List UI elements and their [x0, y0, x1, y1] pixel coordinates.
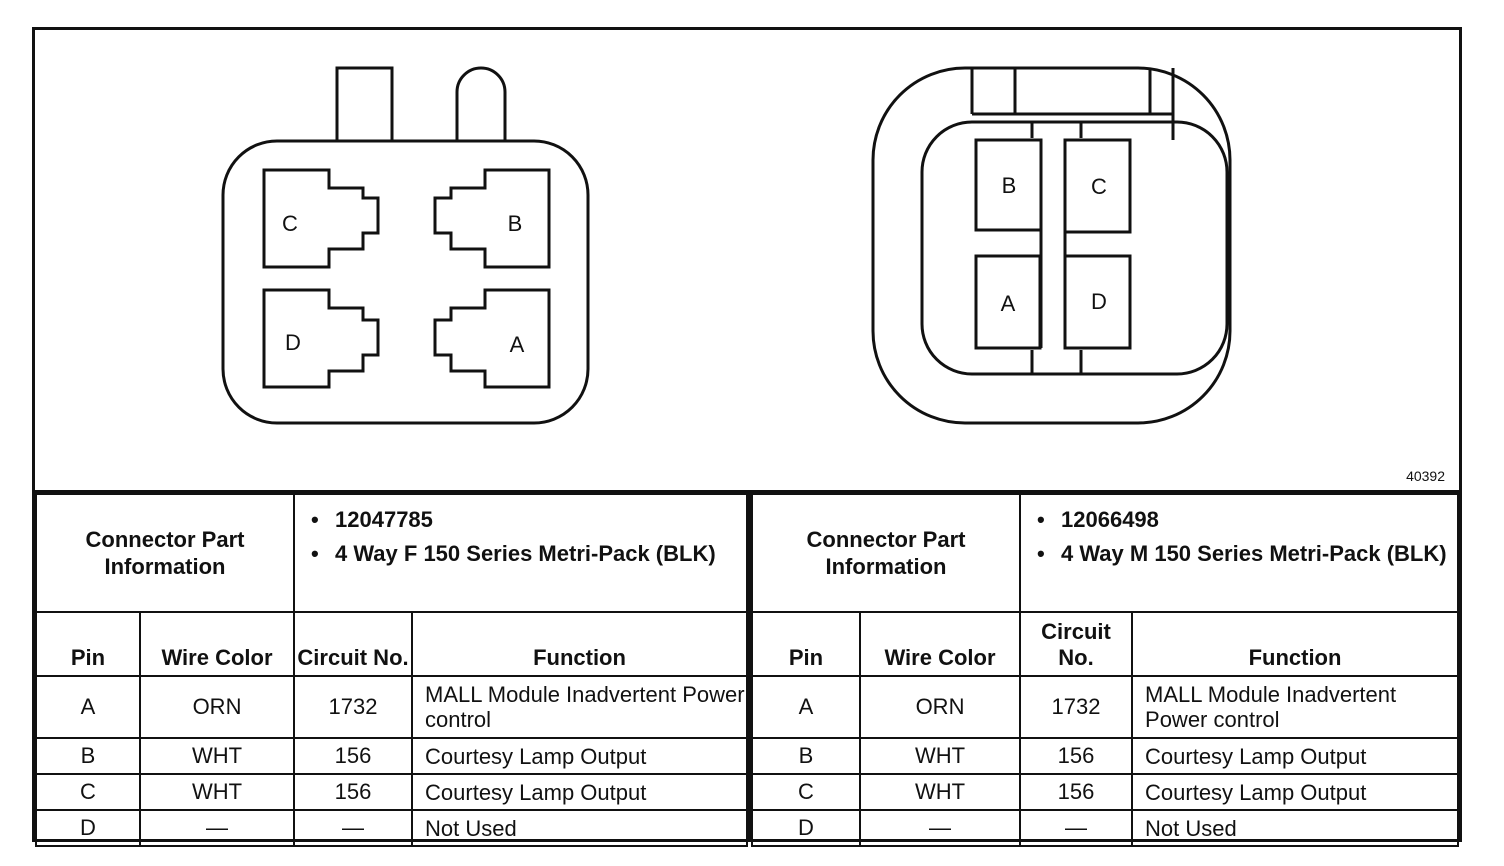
circuit-cell: 156	[1019, 773, 1134, 811]
pin-cell: D	[751, 809, 861, 847]
part-info: 12047785 4 Way F 150 Series Metri-Pack (…	[293, 493, 748, 613]
pin-cell: A	[35, 675, 141, 739]
pin-cell: B	[35, 737, 141, 775]
table-row: A ORN 1732 MALL Module Inadvertent Power…	[751, 675, 1459, 739]
header-pin: Pin	[751, 611, 861, 677]
table-row: D — — Not Used	[35, 809, 748, 847]
male-connector-shroud	[871, 66, 1232, 425]
table-row: C WHT 156 Courtesy Lamp Output	[35, 773, 748, 811]
wire-color-cell: WHT	[138, 737, 296, 775]
header-wire-color: Wire Color	[138, 611, 296, 677]
pin-cell: A	[751, 675, 861, 739]
wire-color-cell: WHT	[858, 737, 1022, 775]
pin-label: B	[1002, 173, 1017, 198]
pin-label: A	[1001, 291, 1016, 316]
wire-color-cell: —	[858, 809, 1022, 847]
wire-color-cell: ORN	[138, 675, 296, 739]
header-function: Function	[411, 611, 748, 677]
pin-label: C	[1091, 174, 1107, 199]
table-row: A ORN 1732 MALL Module Inadvertent Power…	[35, 675, 748, 739]
circuit-cell: 156	[293, 773, 414, 811]
locking-tab-square	[335, 66, 394, 148]
table-row: B WHT 156 Courtesy Lamp Output	[751, 737, 1459, 775]
info-label: Connector Part Information	[750, 493, 1022, 613]
locking-tab-rounded	[455, 66, 507, 146]
male-connector-table: Connector Part Information 12066498 4 Wa…	[748, 493, 1459, 847]
header-pin: Pin	[35, 611, 141, 677]
pin-cell: B	[751, 737, 861, 775]
header-wire-color: Wire Color	[858, 611, 1022, 677]
table-row: D — — Not Used	[751, 809, 1459, 847]
header-circuit: Circuit No.	[293, 611, 414, 677]
circuit-cell: 1732	[293, 675, 414, 739]
function-cell: Courtesy Lamp Output	[411, 773, 748, 811]
pin-label: D	[285, 330, 301, 355]
pin-label: B	[508, 211, 523, 236]
part-description: 4 Way F 150 Series Metri-Pack (BLK)	[311, 541, 746, 567]
wire-color-cell: WHT	[858, 773, 1022, 811]
male-connector-face	[871, 66, 1232, 425]
part-number: 12047785	[311, 507, 746, 533]
male-connector-inner	[920, 120, 1229, 376]
table-row: C WHT 156 Courtesy Lamp Output	[751, 773, 1459, 811]
part-info: 12066498 4 Way M 150 Series Metri-Pack (…	[1019, 493, 1459, 613]
pin-label: D	[1091, 289, 1107, 314]
female-connector-body	[221, 139, 590, 425]
pin-label: C	[282, 211, 298, 236]
cavity-b	[433, 168, 551, 269]
circuit-cell: —	[293, 809, 414, 847]
circuit-cell: 1732	[1019, 675, 1134, 739]
cavity-a	[433, 288, 551, 389]
function-cell: MALL Module Inadvertent Power control	[411, 675, 748, 739]
connector-drawings: C B D A	[221, 66, 1232, 425]
part-description: 4 Way M 150 Series Metri-Pack (BLK)	[1037, 541, 1457, 567]
info-label: Connector Part Information	[34, 493, 296, 613]
connector-figure: C B D A	[32, 27, 1462, 847]
cavity-d	[262, 288, 380, 389]
function-cell: Courtesy Lamp Output	[1131, 773, 1459, 811]
pin-cell: C	[751, 773, 861, 811]
connector-info-table: Connector Part Information 12066498 4 Wa…	[750, 493, 1459, 847]
wire-color-cell: WHT	[138, 773, 296, 811]
header-circuit: Circuit No.	[1019, 611, 1134, 677]
circuit-cell: 156	[293, 737, 414, 775]
female-connector-face	[221, 66, 590, 425]
pin-cell: C	[35, 773, 141, 811]
connector-tables: Connector Part Information 12047785 4 Wa…	[34, 490, 1459, 847]
function-cell: Courtesy Lamp Output	[1131, 737, 1459, 775]
function-cell: MALL Module Inadvertent Power control	[1131, 675, 1459, 739]
function-cell: Not Used	[411, 809, 748, 847]
male-pin-labels: B C A D	[1001, 173, 1107, 316]
table-row: B WHT 156 Courtesy Lamp Output	[35, 737, 748, 775]
connector-diagram-area: C B D A	[35, 30, 1459, 490]
pin-label: A	[510, 332, 525, 357]
pin-cell: D	[35, 809, 141, 847]
female-pin-labels: C B D A	[282, 211, 525, 357]
circuit-cell: —	[1019, 809, 1134, 847]
cavity-c	[262, 168, 380, 269]
figure-id: 40392	[1406, 468, 1445, 484]
wire-color-cell: ORN	[858, 675, 1022, 739]
female-connector-table: Connector Part Information 12047785 4 Wa…	[34, 493, 748, 847]
header-function: Function	[1131, 611, 1459, 677]
function-cell: Not Used	[1131, 809, 1459, 847]
wire-color-cell: —	[138, 809, 296, 847]
circuit-cell: 156	[1019, 737, 1134, 775]
connector-info-table: Connector Part Information 12047785 4 Wa…	[34, 493, 748, 847]
part-number: 12066498	[1037, 507, 1457, 533]
function-cell: Courtesy Lamp Output	[411, 737, 748, 775]
